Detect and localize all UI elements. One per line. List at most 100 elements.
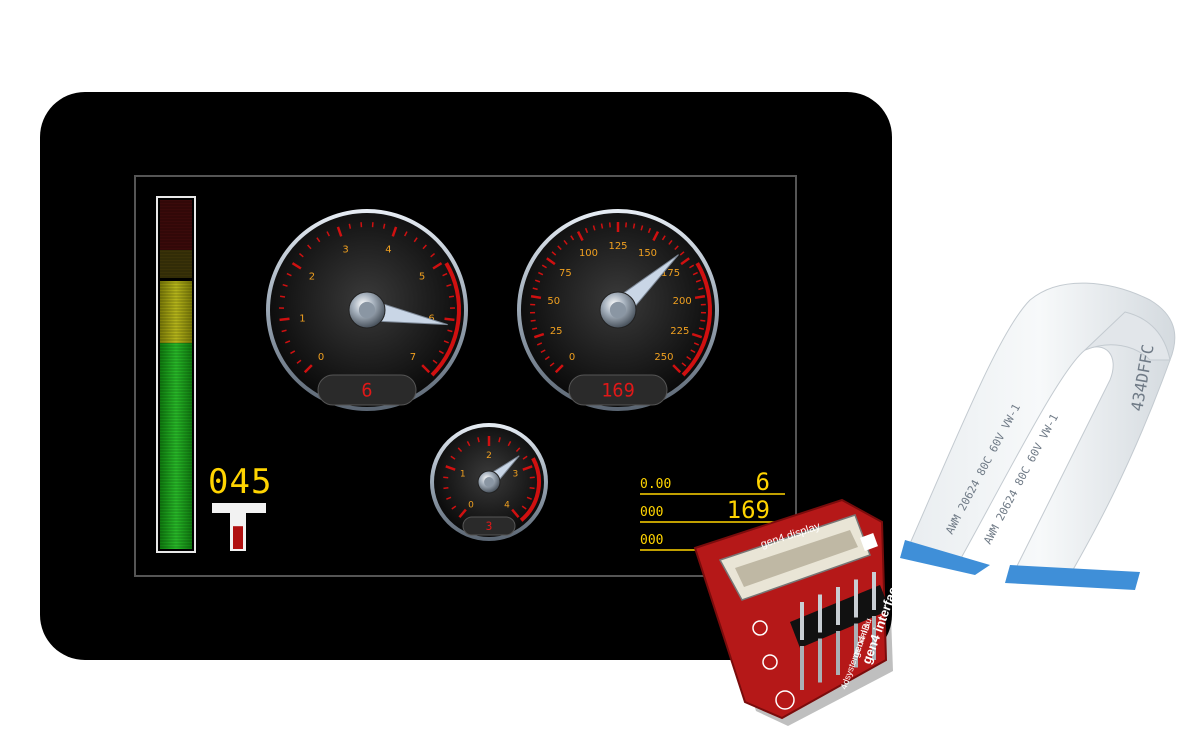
gauge-tick bbox=[551, 251, 557, 256]
recycle-mark-icon bbox=[762, 654, 778, 670]
gauge-tick bbox=[546, 257, 556, 266]
gauge-tick bbox=[640, 225, 644, 231]
gauge-label: 125 bbox=[608, 241, 627, 252]
gauge-tick bbox=[693, 342, 700, 346]
gauge-tick bbox=[672, 364, 682, 374]
gauge-tick bbox=[554, 364, 564, 374]
gauge-tick bbox=[279, 295, 286, 298]
pin bbox=[800, 646, 804, 690]
readout-row-right: 169 bbox=[727, 496, 770, 524]
gauge-tick bbox=[521, 505, 527, 510]
gauge-tick bbox=[298, 253, 304, 258]
gauge-tick bbox=[529, 476, 535, 479]
gauge-tick bbox=[296, 359, 302, 364]
gauge-label: 4 bbox=[385, 245, 391, 256]
gauge-label: 3 bbox=[342, 245, 348, 256]
gauge-tick bbox=[442, 272, 448, 277]
gauge-tick bbox=[695, 279, 702, 283]
gauge-tick bbox=[531, 327, 538, 330]
gauge-label: 75 bbox=[559, 268, 572, 279]
gauge-label: 200 bbox=[673, 296, 692, 307]
pin bbox=[854, 579, 858, 618]
gauge-readout: 169 bbox=[601, 381, 635, 402]
gauge-tick bbox=[661, 235, 666, 241]
gauge-tick bbox=[458, 508, 467, 519]
gauge-tick bbox=[563, 240, 568, 245]
gauge-tick bbox=[316, 237, 321, 243]
gauge-tick bbox=[557, 245, 562, 251]
gauge-tick bbox=[448, 295, 455, 298]
gauge-tick bbox=[444, 317, 455, 322]
gauge-tick bbox=[584, 227, 589, 234]
gauge-tick bbox=[522, 455, 528, 460]
gauge-tick bbox=[348, 223, 352, 229]
gauge-tick bbox=[447, 329, 453, 333]
gauge-tick bbox=[446, 496, 452, 500]
pin bbox=[872, 572, 876, 610]
gauge-tick bbox=[446, 283, 452, 287]
readout-row-left: 000 bbox=[640, 533, 663, 548]
temperature-widget: 045 bbox=[208, 462, 271, 551]
gauge-tick bbox=[303, 364, 313, 374]
gauge-label: 2 bbox=[486, 451, 492, 461]
gauge-tick bbox=[307, 244, 312, 250]
gauge-tick bbox=[694, 294, 706, 300]
logo-mark-icon bbox=[775, 690, 795, 710]
gauge-tick bbox=[286, 272, 292, 277]
gauge-tick bbox=[445, 465, 456, 471]
gauge-hub-cap bbox=[609, 301, 627, 319]
gauge-readout: 6 bbox=[361, 381, 372, 402]
gauge-tick bbox=[422, 244, 427, 250]
gauge-tick bbox=[632, 223, 636, 229]
gauge-label: 1 bbox=[460, 469, 466, 479]
gauge-label: 1 bbox=[299, 313, 305, 324]
gauge-tick bbox=[692, 271, 698, 276]
gauge-tick bbox=[477, 437, 480, 443]
gauge-label: 2 bbox=[309, 271, 315, 282]
gauge-hub-cap bbox=[484, 477, 494, 487]
gauge-tick bbox=[326, 231, 330, 237]
gauge-label: 250 bbox=[654, 352, 673, 363]
gauge-tick bbox=[534, 279, 541, 283]
gauge-tick bbox=[432, 359, 438, 364]
gauge-tick bbox=[511, 508, 520, 519]
gauge-label: 50 bbox=[547, 296, 560, 307]
interface-board: gen4 display gen4 interface gen4-IB 4dsy… bbox=[693, 498, 903, 726]
gauge-tick bbox=[592, 225, 596, 231]
gauge-tick bbox=[421, 364, 431, 374]
pin bbox=[818, 594, 822, 633]
gauge-tick bbox=[457, 447, 463, 453]
gauge-tick bbox=[536, 342, 543, 346]
pin bbox=[854, 623, 858, 668]
gauge-tick bbox=[540, 349, 546, 354]
gauge-tick bbox=[522, 465, 533, 471]
gauge-tick bbox=[432, 262, 443, 270]
gauge-tick bbox=[538, 271, 544, 276]
gauge-tick bbox=[443, 340, 449, 344]
gauge-tick bbox=[686, 356, 692, 361]
gauge-tick bbox=[680, 257, 690, 266]
gauge-label: 5 bbox=[419, 271, 425, 282]
gauge-tick bbox=[600, 223, 604, 229]
gauge-tick bbox=[507, 441, 512, 447]
gauge-tick bbox=[451, 505, 457, 510]
gauge-tick bbox=[382, 223, 386, 229]
readout-row-left: 000 bbox=[640, 505, 663, 520]
readout-row: 000 169 bbox=[640, 496, 785, 524]
gauge-tick bbox=[430, 253, 436, 258]
gauge-tick bbox=[291, 262, 302, 270]
gauge-tick bbox=[466, 441, 471, 447]
gauge-tick bbox=[279, 317, 290, 322]
gauge-label: 6 bbox=[428, 313, 434, 324]
gauge-label: 100 bbox=[579, 248, 598, 259]
ribbon-cable: AWM 20624 80C 60V VW-1 AWM 20624 80C 60V… bbox=[900, 282, 1176, 590]
gauge-tick bbox=[698, 287, 704, 291]
gauge-label: 0 bbox=[318, 352, 324, 363]
readout-row-right: 6 bbox=[756, 468, 770, 496]
